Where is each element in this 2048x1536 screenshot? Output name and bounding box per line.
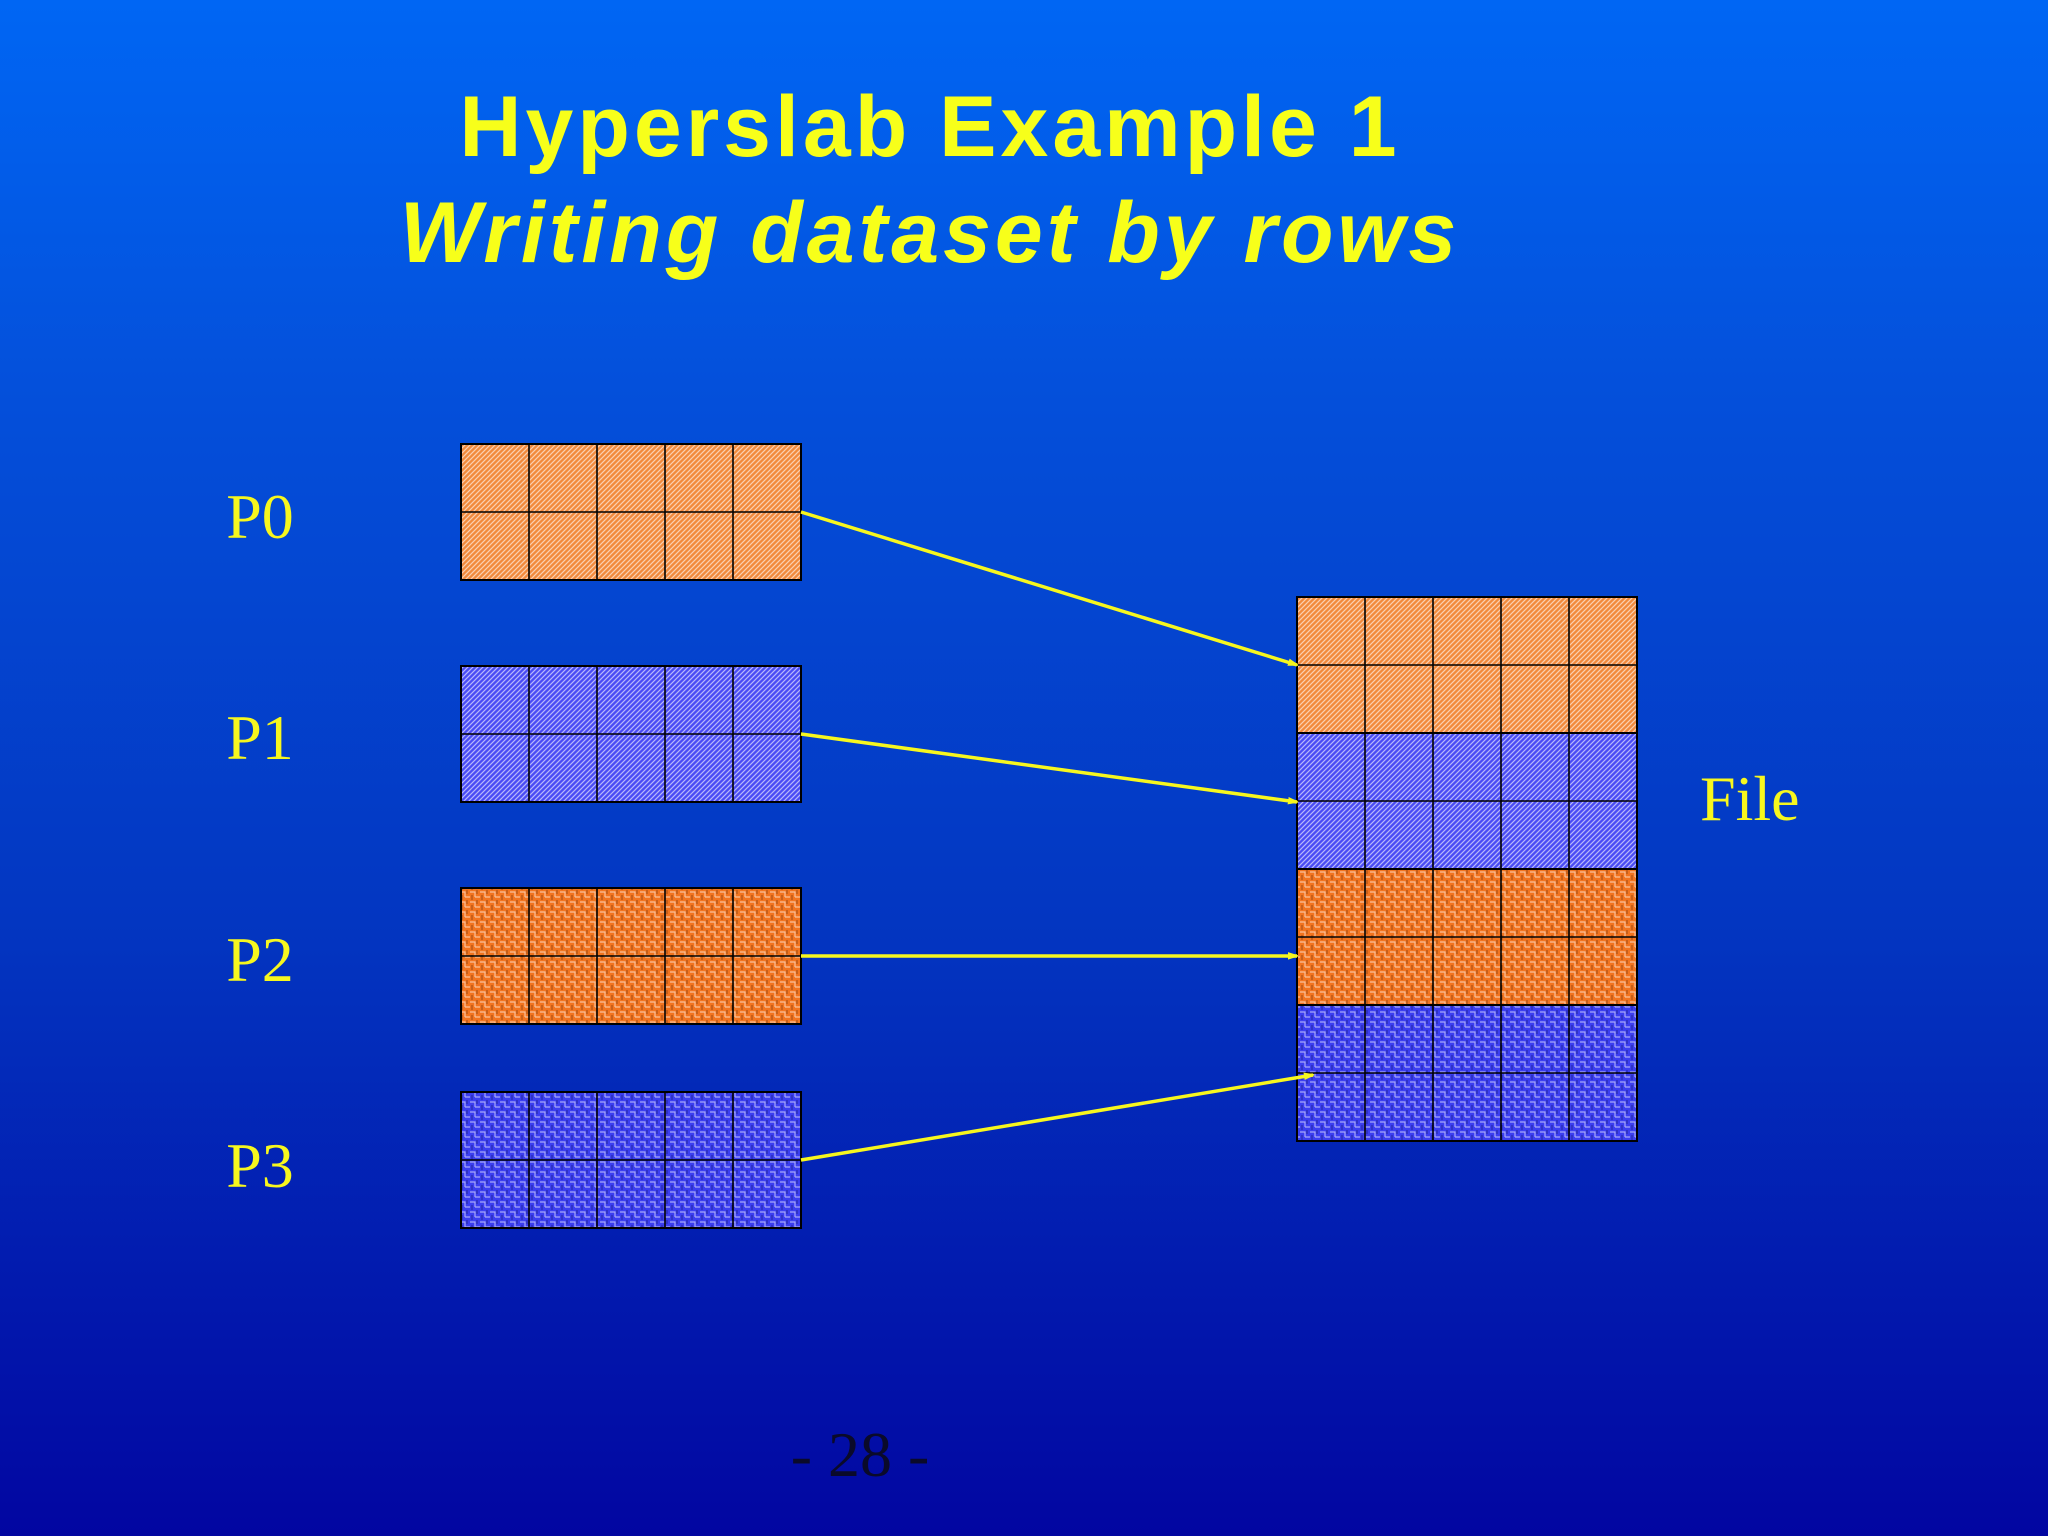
arrow-p1-to-file xyxy=(800,732,1297,802)
file-label: File xyxy=(1700,763,1800,834)
process-label-p3: P3 xyxy=(226,1130,294,1201)
title-line-1: Hyperslab Example 1 xyxy=(459,79,1401,175)
process-label-p1: P1 xyxy=(226,702,294,773)
slide-title: Hyperslab Example 1 Writing dataset by r… xyxy=(0,74,1860,286)
process-label-p0: P0 xyxy=(226,481,294,552)
file-dataset-block xyxy=(1296,596,1638,1142)
title-line-2: Writing dataset by rows xyxy=(399,185,1461,281)
arrow-p0-to-file xyxy=(800,510,1297,667)
process-blocks xyxy=(460,443,802,1229)
arrow-p3-to-file xyxy=(800,1075,1313,1162)
process-label-p2: P2 xyxy=(226,924,294,995)
mapping-arrows xyxy=(800,510,1313,1162)
page-number: - 28 - xyxy=(790,1419,930,1490)
